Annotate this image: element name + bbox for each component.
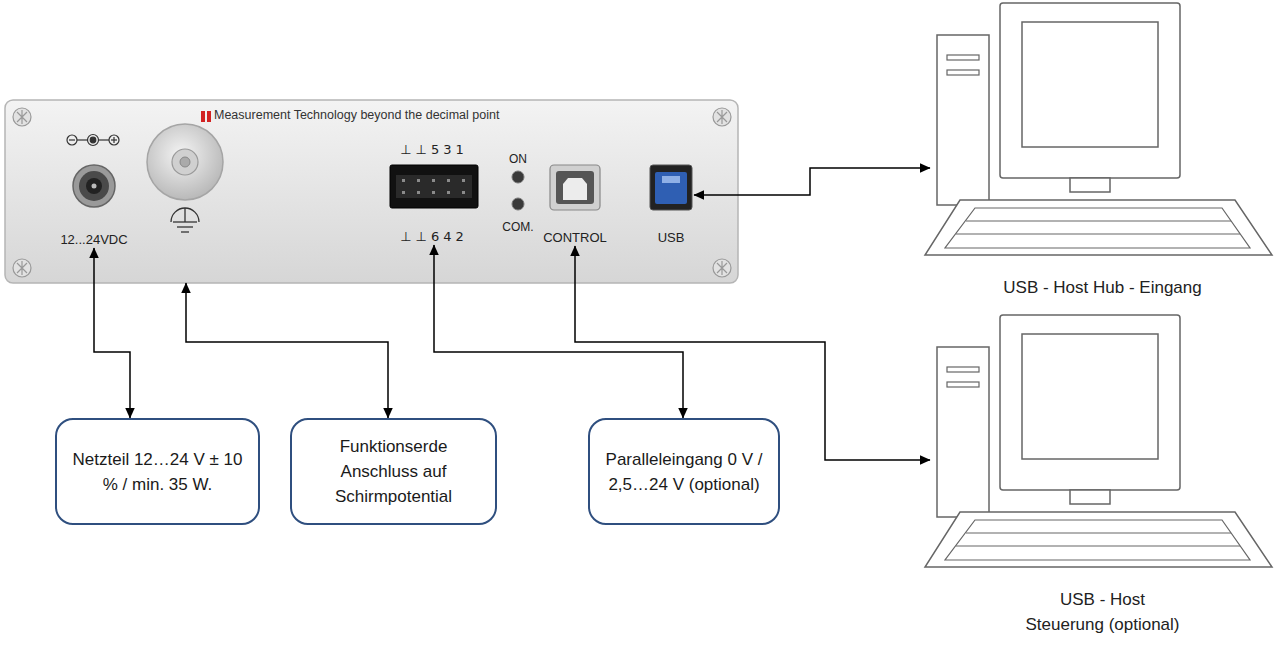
screw <box>17 261 27 275</box>
polarity-symbol <box>88 135 99 146</box>
pin-header-socket <box>396 175 472 198</box>
usb-b-socket <box>650 165 692 210</box>
pin-header-socket <box>432 191 435 194</box>
info-box: Funktionserde Anschluss auf Schirmpotent… <box>290 418 497 525</box>
power-jack-text: 12...24VDC <box>60 232 127 248</box>
pin-header-socket <box>390 165 478 208</box>
device-panel-text: Measurement Technology beyond the decima… <box>214 108 738 123</box>
computer-icon <box>925 315 1272 567</box>
brand-logo <box>201 111 211 122</box>
status-led <box>512 171 524 210</box>
screw <box>717 261 727 275</box>
connector-arrow <box>434 245 683 418</box>
status-led <box>512 198 524 210</box>
pin-header-text: ⊥⊥642 <box>400 229 467 245</box>
pin-header-text: ⊥⊥531 <box>400 142 467 158</box>
pin-header-socket <box>417 179 420 182</box>
earth-symbol <box>181 231 189 232</box>
pin-header-socket <box>432 179 435 182</box>
polarity-symbol <box>90 137 96 143</box>
screw <box>713 108 731 126</box>
computer-icon <box>925 315 1272 567</box>
led-label: ON <box>509 152 527 166</box>
host-computer-text: USB - Host Steuerung (optional) <box>1020 587 1185 637</box>
power-jack-socket <box>73 165 115 207</box>
brand-logo <box>201 111 205 122</box>
device-housing <box>5 100 738 283</box>
control-port-text: CONTROL <box>543 230 607 246</box>
pin-header-socket <box>402 179 405 182</box>
earth-symbol <box>184 208 185 222</box>
pin-header-socket <box>402 179 465 194</box>
device-housing <box>5 100 738 283</box>
earth-symbol <box>171 208 199 222</box>
polarity-symbol <box>67 135 119 146</box>
power-jack-socket <box>73 165 115 207</box>
pin-header-socket <box>462 191 465 194</box>
status-led <box>512 171 524 183</box>
usb-b-socket <box>662 176 680 183</box>
connector-arrow <box>694 168 930 195</box>
power-jack: 12...24VDC <box>55 160 133 248</box>
pin-header-socket <box>462 179 465 182</box>
screw <box>13 108 731 277</box>
host-computer: USB - Host Hub - Eingang <box>930 0 1275 300</box>
pin-header-socket <box>447 191 450 194</box>
earth-knob <box>180 157 190 167</box>
usb-port: USB <box>648 160 694 246</box>
screw <box>17 110 27 124</box>
pin-header-socket <box>417 191 420 194</box>
polarity-symbol <box>99 139 109 140</box>
polarity-symbol <box>77 139 87 140</box>
power-jack-socket <box>92 184 97 189</box>
polarity-symbol <box>67 135 77 145</box>
polarity-symbol <box>69 139 75 140</box>
info-box-text: Paralleleingang 0 V / 2,5…24 V (optional… <box>600 447 768 497</box>
screw <box>13 108 31 126</box>
earth-knob <box>147 124 223 200</box>
info-box-text: Netzteil 12…24 V ± 10 % / min. 35 W. <box>67 447 248 497</box>
earth-symbol <box>171 208 199 232</box>
screw <box>713 259 731 277</box>
computer-icon <box>925 3 1272 255</box>
usb-b-control-socket <box>563 178 587 200</box>
pin-header-socket <box>390 165 478 208</box>
earth-knob <box>172 149 198 175</box>
led-label: COM. <box>502 217 533 235</box>
host-computer: USB - Host Steuerung (optional) <box>930 312 1275 637</box>
info-box: Paralleleingang 0 V / 2,5…24 V (optional… <box>588 418 780 525</box>
pin-header-socket <box>402 191 405 194</box>
power-jack-socket <box>86 178 102 194</box>
screw <box>717 110 727 124</box>
usb-b-control-socket <box>550 165 600 210</box>
led-label: ON <box>509 149 527 167</box>
screw <box>13 259 31 277</box>
usb-b-socket <box>655 172 687 204</box>
pin-header-socket <box>447 179 450 182</box>
pin-header: ⊥⊥531 ⊥⊥642 <box>383 142 485 245</box>
connector-arrow <box>94 248 130 418</box>
earth-knob <box>147 124 223 200</box>
brand-logo <box>207 111 211 122</box>
usb-port-text: USB <box>658 230 685 246</box>
device-panel: Measurement Technology beyond the decima… <box>5 100 738 283</box>
usb-b-socket <box>650 165 692 210</box>
power-jack-socket <box>79 171 109 201</box>
computer-icon <box>925 3 1272 255</box>
earth-symbol <box>173 221 197 222</box>
earth-symbol <box>177 226 193 227</box>
led-label: COM. <box>502 220 533 234</box>
connector-arrow <box>186 283 388 418</box>
polarity-symbol <box>113 137 114 143</box>
control-port: CONTROL <box>535 160 615 246</box>
usb-b-control-socket <box>550 165 600 210</box>
host-computer-text: USB - Host Hub - Eingang <box>983 275 1223 300</box>
info-box: Netzteil 12…24 V ± 10 % / min. 35 W. <box>55 418 260 525</box>
usb-b-control-socket <box>556 171 594 204</box>
info-box-text: Funktionserde Anschluss auf Schirmpotent… <box>302 434 485 509</box>
polarity-symbol <box>109 135 119 145</box>
